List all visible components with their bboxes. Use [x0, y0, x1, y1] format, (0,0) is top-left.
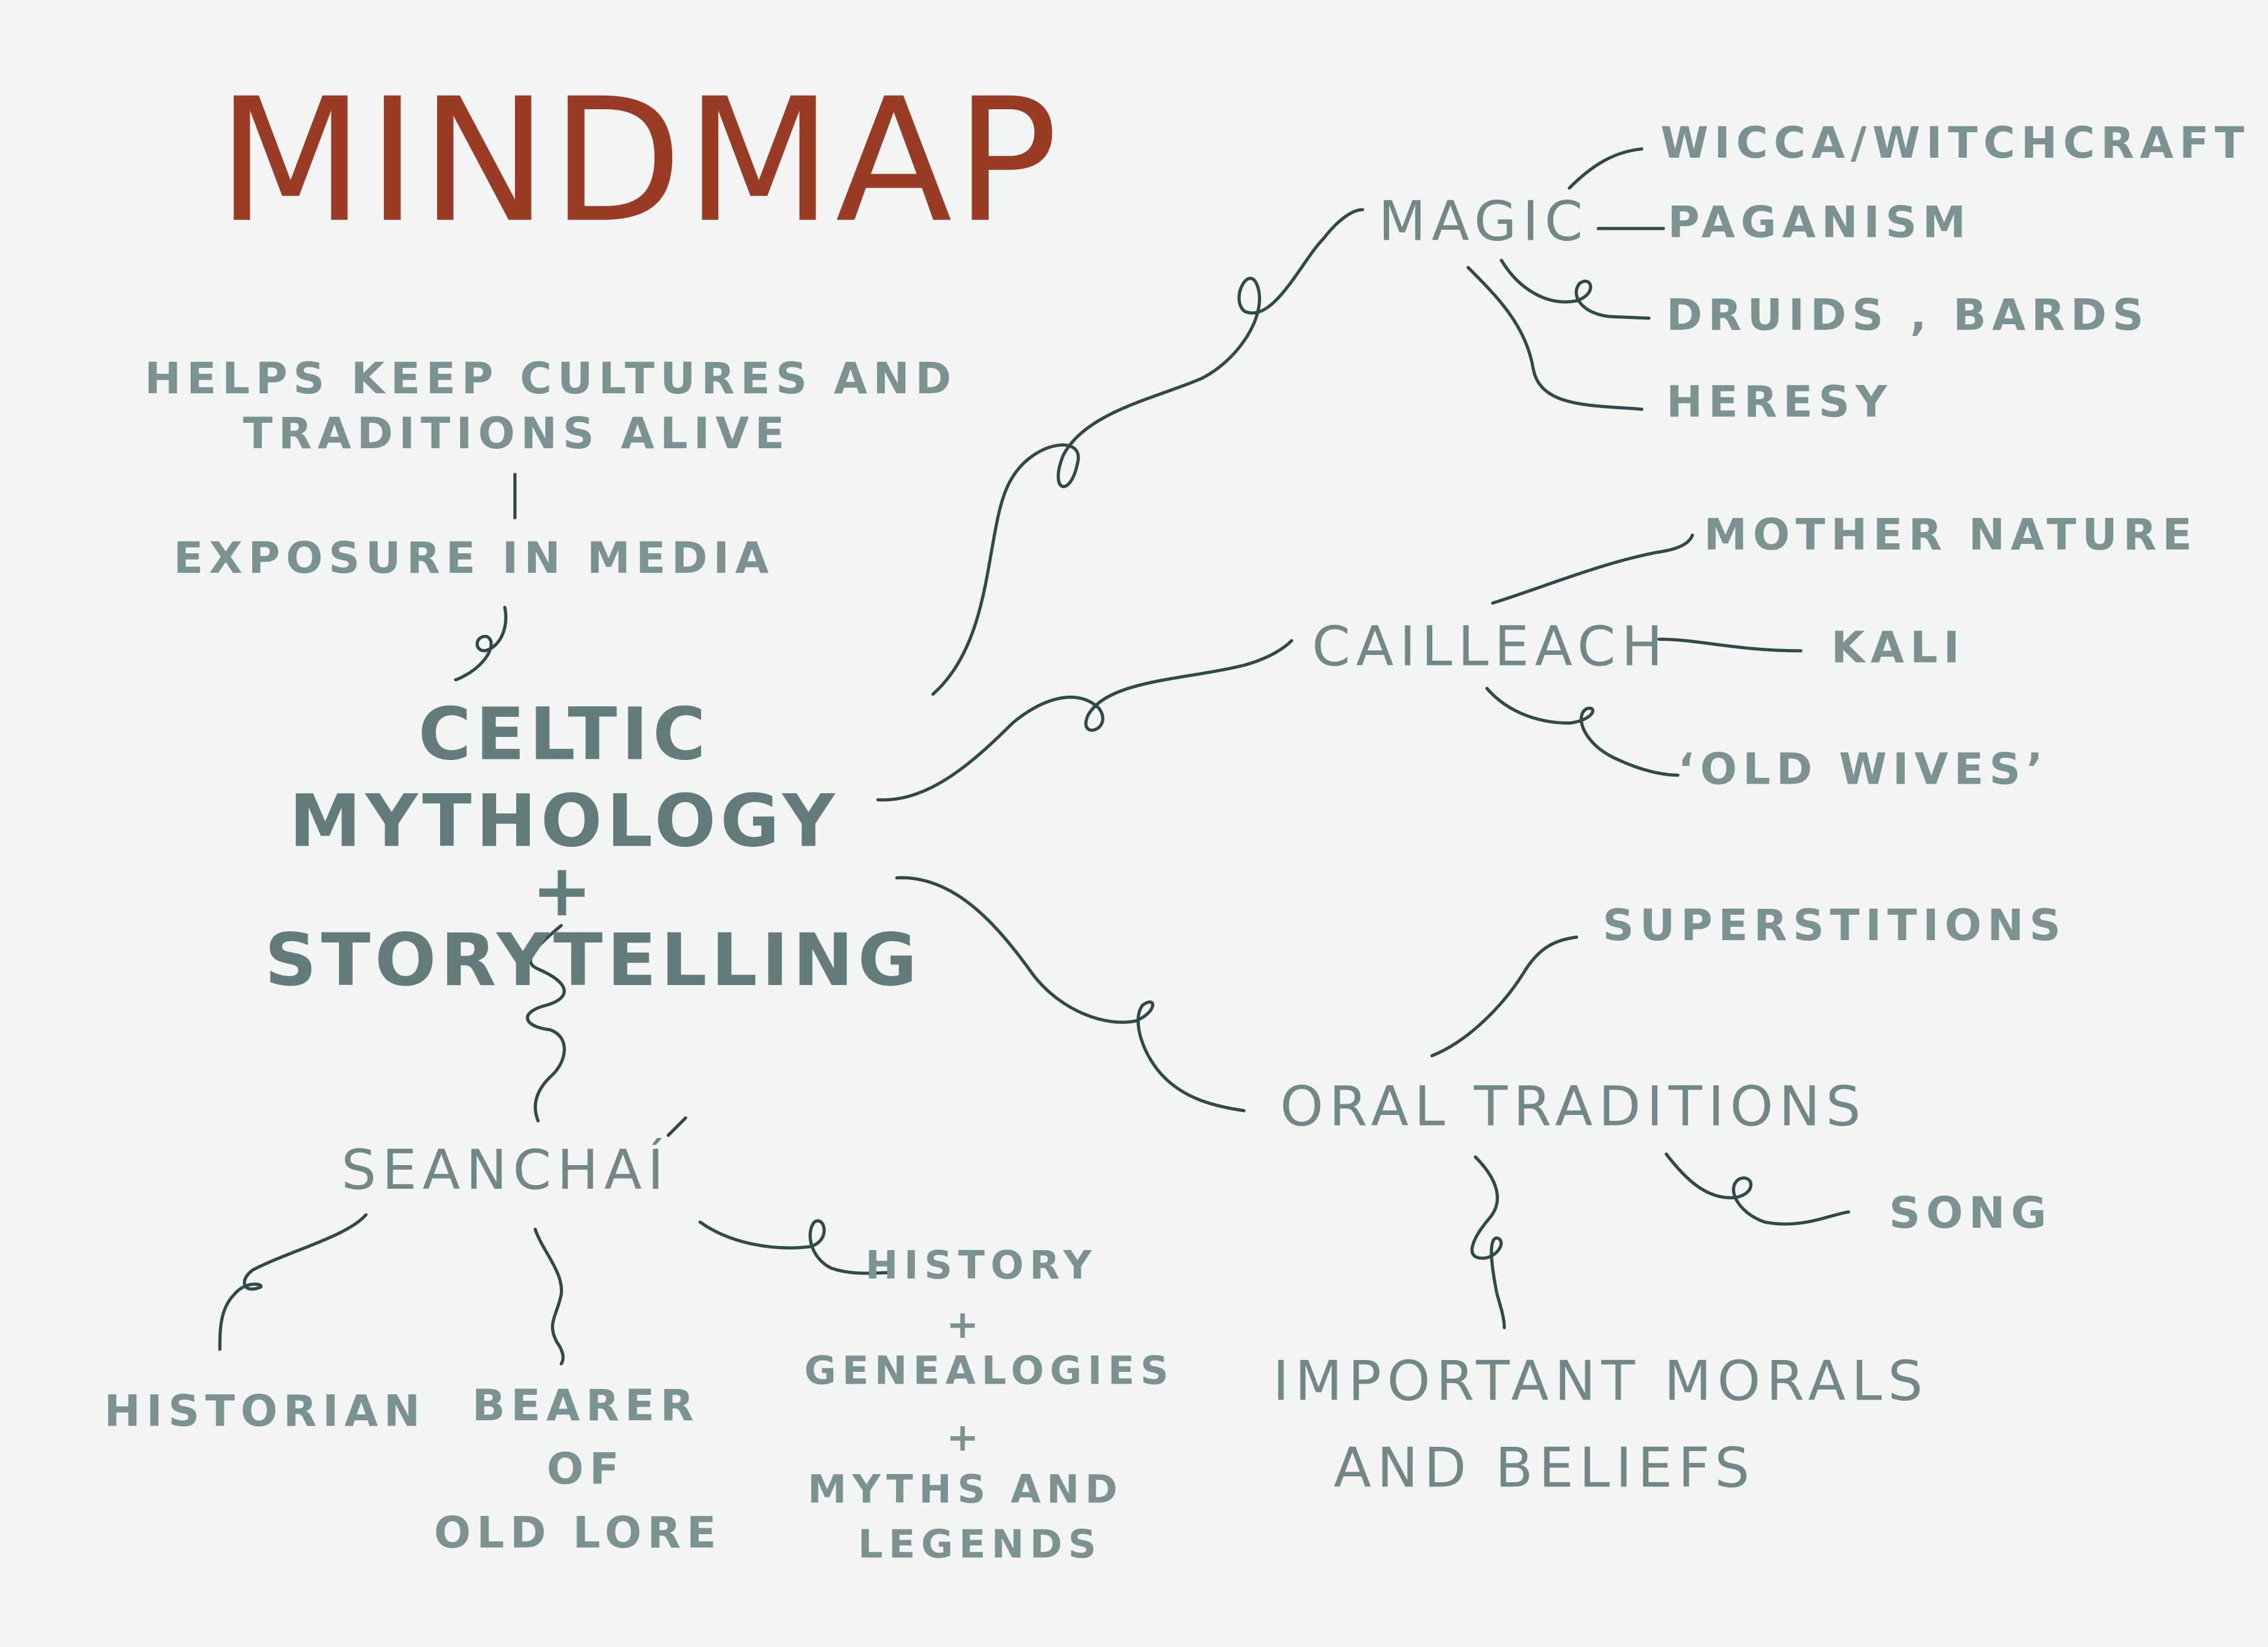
druids-bards-node: DRUIDS , BARDS: [1666, 291, 2150, 341]
important-morals-line2: AND BELIEFS: [1333, 1436, 1755, 1500]
connector-center-cailleach: [876, 639, 1293, 802]
history-node: HISTORY: [865, 1244, 1097, 1289]
central-topic-plus: +: [532, 849, 597, 933]
helps-keep-cultures-line2: TRADITIONS ALIVE: [243, 409, 790, 460]
kali-node: KALI: [1831, 623, 1966, 674]
connector-cailleach-mother: [1491, 533, 1695, 605]
old-wives-node: ‘OLD WIVES’: [1677, 745, 2049, 795]
mother-nature-node: MOTHER NATURE: [1703, 510, 2198, 562]
connector-magic-heresy: [1467, 266, 1644, 411]
connector-seanchai-historian: [218, 1213, 368, 1351]
connector-exposure-center: [454, 605, 508, 681]
connector-center-oral: [895, 876, 1246, 1113]
connector-cailleach-oldwives: [1485, 687, 1680, 777]
myths-line2: LEGENDS: [858, 1522, 1102, 1568]
myths-line1: MYTHS AND: [807, 1467, 1123, 1513]
wicca-node: WICCA/WITCHCRAFT: [1660, 118, 2250, 169]
bearer-line3: OLD LORE: [434, 1508, 722, 1560]
accent-mark: [666, 1116, 687, 1137]
central-topic-line1: CELTIC MYTHOLOGY: [289, 693, 839, 864]
connector-cailleach-kali: [1657, 637, 1803, 653]
mindmap-title: MINDMAP: [217, 60, 1061, 260]
important-morals-line1: IMPORTANT MORALS: [1273, 1349, 1929, 1413]
connector-oral-song: [1664, 1152, 1850, 1226]
bearer-line2: OF: [546, 1444, 625, 1496]
connector-magic-wicca: [1568, 147, 1644, 190]
song-node: SONG: [1889, 1189, 2052, 1240]
connector-magic-druids: [1500, 259, 1651, 320]
connector-seanchai-bearer: [533, 1227, 565, 1366]
connector-oral-morals: [1470, 1155, 1506, 1329]
genealogies-node: GENEALOGIES: [804, 1349, 1175, 1394]
connector-center-seanchai: [526, 924, 566, 1123]
connector-seanchai-history: [698, 1219, 890, 1275]
plus-sign-2: +: [946, 1416, 985, 1461]
central-topic: CELTIC MYTHOLOGY + STORYTELLING: [188, 692, 940, 1004]
exposure-in-media: EXPOSURE IN MEDIA: [173, 533, 775, 585]
connector-center-magic: [931, 208, 1364, 696]
oral-traditions-node: ORAL TRADITIONS: [1280, 1074, 1867, 1139]
historian-node: HISTORIAN: [104, 1387, 426, 1438]
central-topic-line2: STORYTELLING: [265, 918, 922, 1003]
cailleach-node: CAILLEACH: [1312, 614, 1669, 679]
magic-node: MAGIC: [1378, 189, 1589, 253]
bearer-line1: BEARER: [472, 1381, 700, 1432]
paganism-node: PAGANISM: [1667, 198, 1972, 249]
seanchai-node: SEANCHAÍ: [341, 1138, 670, 1202]
superstitions-node: SUPERSTITIONS: [1602, 901, 2067, 952]
helps-keep-cultures-line1: HELPS KEEP CULTURES AND: [144, 354, 957, 405]
heresy-node: HERESY: [1666, 377, 1893, 428]
connector-oral-superstitions: [1430, 935, 1579, 1058]
plus-sign-1: +: [946, 1303, 985, 1348]
